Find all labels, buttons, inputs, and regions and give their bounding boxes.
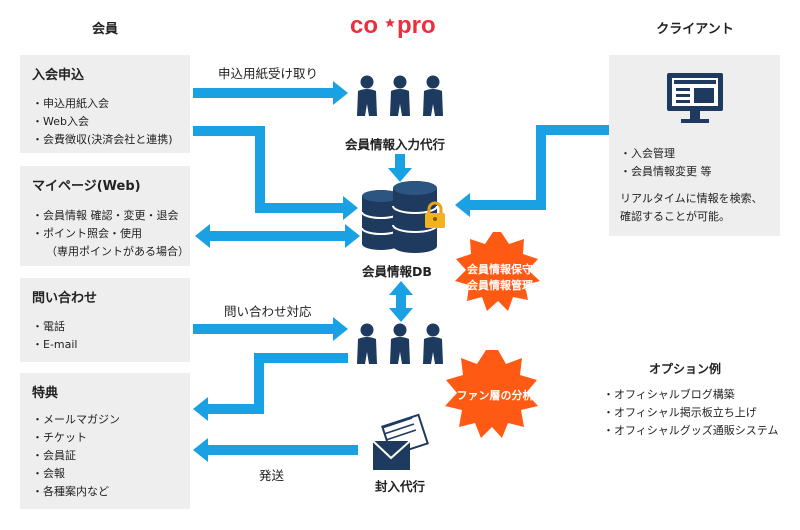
envelope-icon xyxy=(372,413,429,470)
member-column-header: 会員 xyxy=(91,22,118,37)
burst-fan-analysis-label: ファン層の分析 xyxy=(456,389,534,402)
perks-item: ・会員証 xyxy=(32,449,76,462)
arrow-receive-form xyxy=(193,81,348,105)
logo-left: co xyxy=(350,12,378,39)
inquiry-support-label: 問い合わせ対応 xyxy=(224,304,312,319)
join-title: 入会申込 xyxy=(32,68,85,83)
client-column-header: クライアント xyxy=(656,22,734,37)
inquiry-title: 問い合わせ xyxy=(32,291,98,306)
perks-item: ・メールマガジン xyxy=(32,413,120,426)
logo-star-icon xyxy=(385,18,395,28)
client-note: リアルタイムに情報を検索、 xyxy=(620,192,763,205)
member-db-label: 会員情報DB xyxy=(362,264,432,279)
perks-box: 特典 ・メールマガジン ・チケット ・会員証 ・会報 ・各種案内など xyxy=(20,373,190,509)
inquiry-box: 問い合わせ ・電話 ・E-mail xyxy=(20,278,190,362)
logo-right: pro xyxy=(397,12,436,39)
mypage-item: （専用ポイントがある場合） xyxy=(46,245,189,258)
mypage-box: マイページ(Web) ・会員情報 確認・変更・退会 ・ポイント照会・使用 （専用… xyxy=(20,166,190,266)
arrow-shipping xyxy=(193,438,358,462)
arrow-support-to-perks xyxy=(193,353,348,421)
people-icon xyxy=(390,323,410,364)
inquiry-item: ・電話 xyxy=(32,320,65,333)
perks-title: 特典 xyxy=(32,386,59,401)
join-box: 入会申込 ・申込用紙入会 ・Web入会 ・会費徴収(決済会社と連携) xyxy=(20,55,190,153)
mypage-title: マイページ(Web) xyxy=(32,179,141,194)
arrow-db-support xyxy=(389,281,413,322)
perks-item: ・各種案内など xyxy=(32,485,109,498)
join-item: ・申込用紙入会 xyxy=(32,97,109,110)
arrow-join-to-db xyxy=(193,126,358,220)
options-list: オフィシャルブログ構築 オフィシャル掲示板立ち上げ オフィシャルグッズ通販システ… xyxy=(603,386,778,440)
people-icon xyxy=(423,75,443,116)
arrow-db-mypage xyxy=(195,224,360,248)
shipping-label: 発送 xyxy=(259,468,285,483)
people-icon xyxy=(357,323,377,364)
data-entry-label: 会員情報入力代行 xyxy=(345,137,446,152)
arrow-inquiry-support xyxy=(193,317,348,341)
copro-logo: co pro xyxy=(350,11,460,39)
join-item: ・Web入会 xyxy=(32,115,89,128)
inquiry-item: ・E-mail xyxy=(32,338,78,351)
options-title: オプション例 xyxy=(649,362,722,376)
receive-form-label: 申込用紙受け取り xyxy=(218,66,319,81)
client-box: ・入会管理 ・会員情報変更 等 リアルタイムに情報を検索、 確認することが可能。 xyxy=(609,55,780,236)
lock-icon xyxy=(425,201,445,228)
monitor-icon xyxy=(667,73,723,123)
burst-db-care-label: 会員情報保守 会員情報管理 xyxy=(467,263,533,292)
option-item: オフィシャル掲示板立ち上げ xyxy=(603,404,778,422)
perks-item: ・チケット xyxy=(32,431,87,444)
people-icon xyxy=(390,75,410,116)
mypage-item: ・会員情報 確認・変更・退会 xyxy=(32,209,179,222)
option-item: オフィシャルブログ構築 xyxy=(603,386,778,404)
burst-db-care xyxy=(455,232,540,311)
arrow-client-to-db xyxy=(455,125,609,217)
client-note: 確認することが可能。 xyxy=(620,210,730,223)
enclosing-label: 封入代行 xyxy=(375,479,426,494)
client-item: ・会員情報変更 等 xyxy=(620,165,712,178)
people-icon xyxy=(423,323,443,364)
join-item: ・会費徴収(決済会社と連携) xyxy=(32,133,173,146)
option-item: オフィシャルグッズ通販システム xyxy=(603,422,778,440)
perks-item: ・会報 xyxy=(32,467,65,480)
database-icon xyxy=(361,181,438,253)
people-icon xyxy=(357,75,377,116)
arrow-entry-to-db xyxy=(388,154,412,182)
burst-fan-analysis xyxy=(445,350,538,438)
client-item: ・入会管理 xyxy=(620,147,675,160)
mypage-item: ・ポイント照会・使用 xyxy=(32,227,142,240)
